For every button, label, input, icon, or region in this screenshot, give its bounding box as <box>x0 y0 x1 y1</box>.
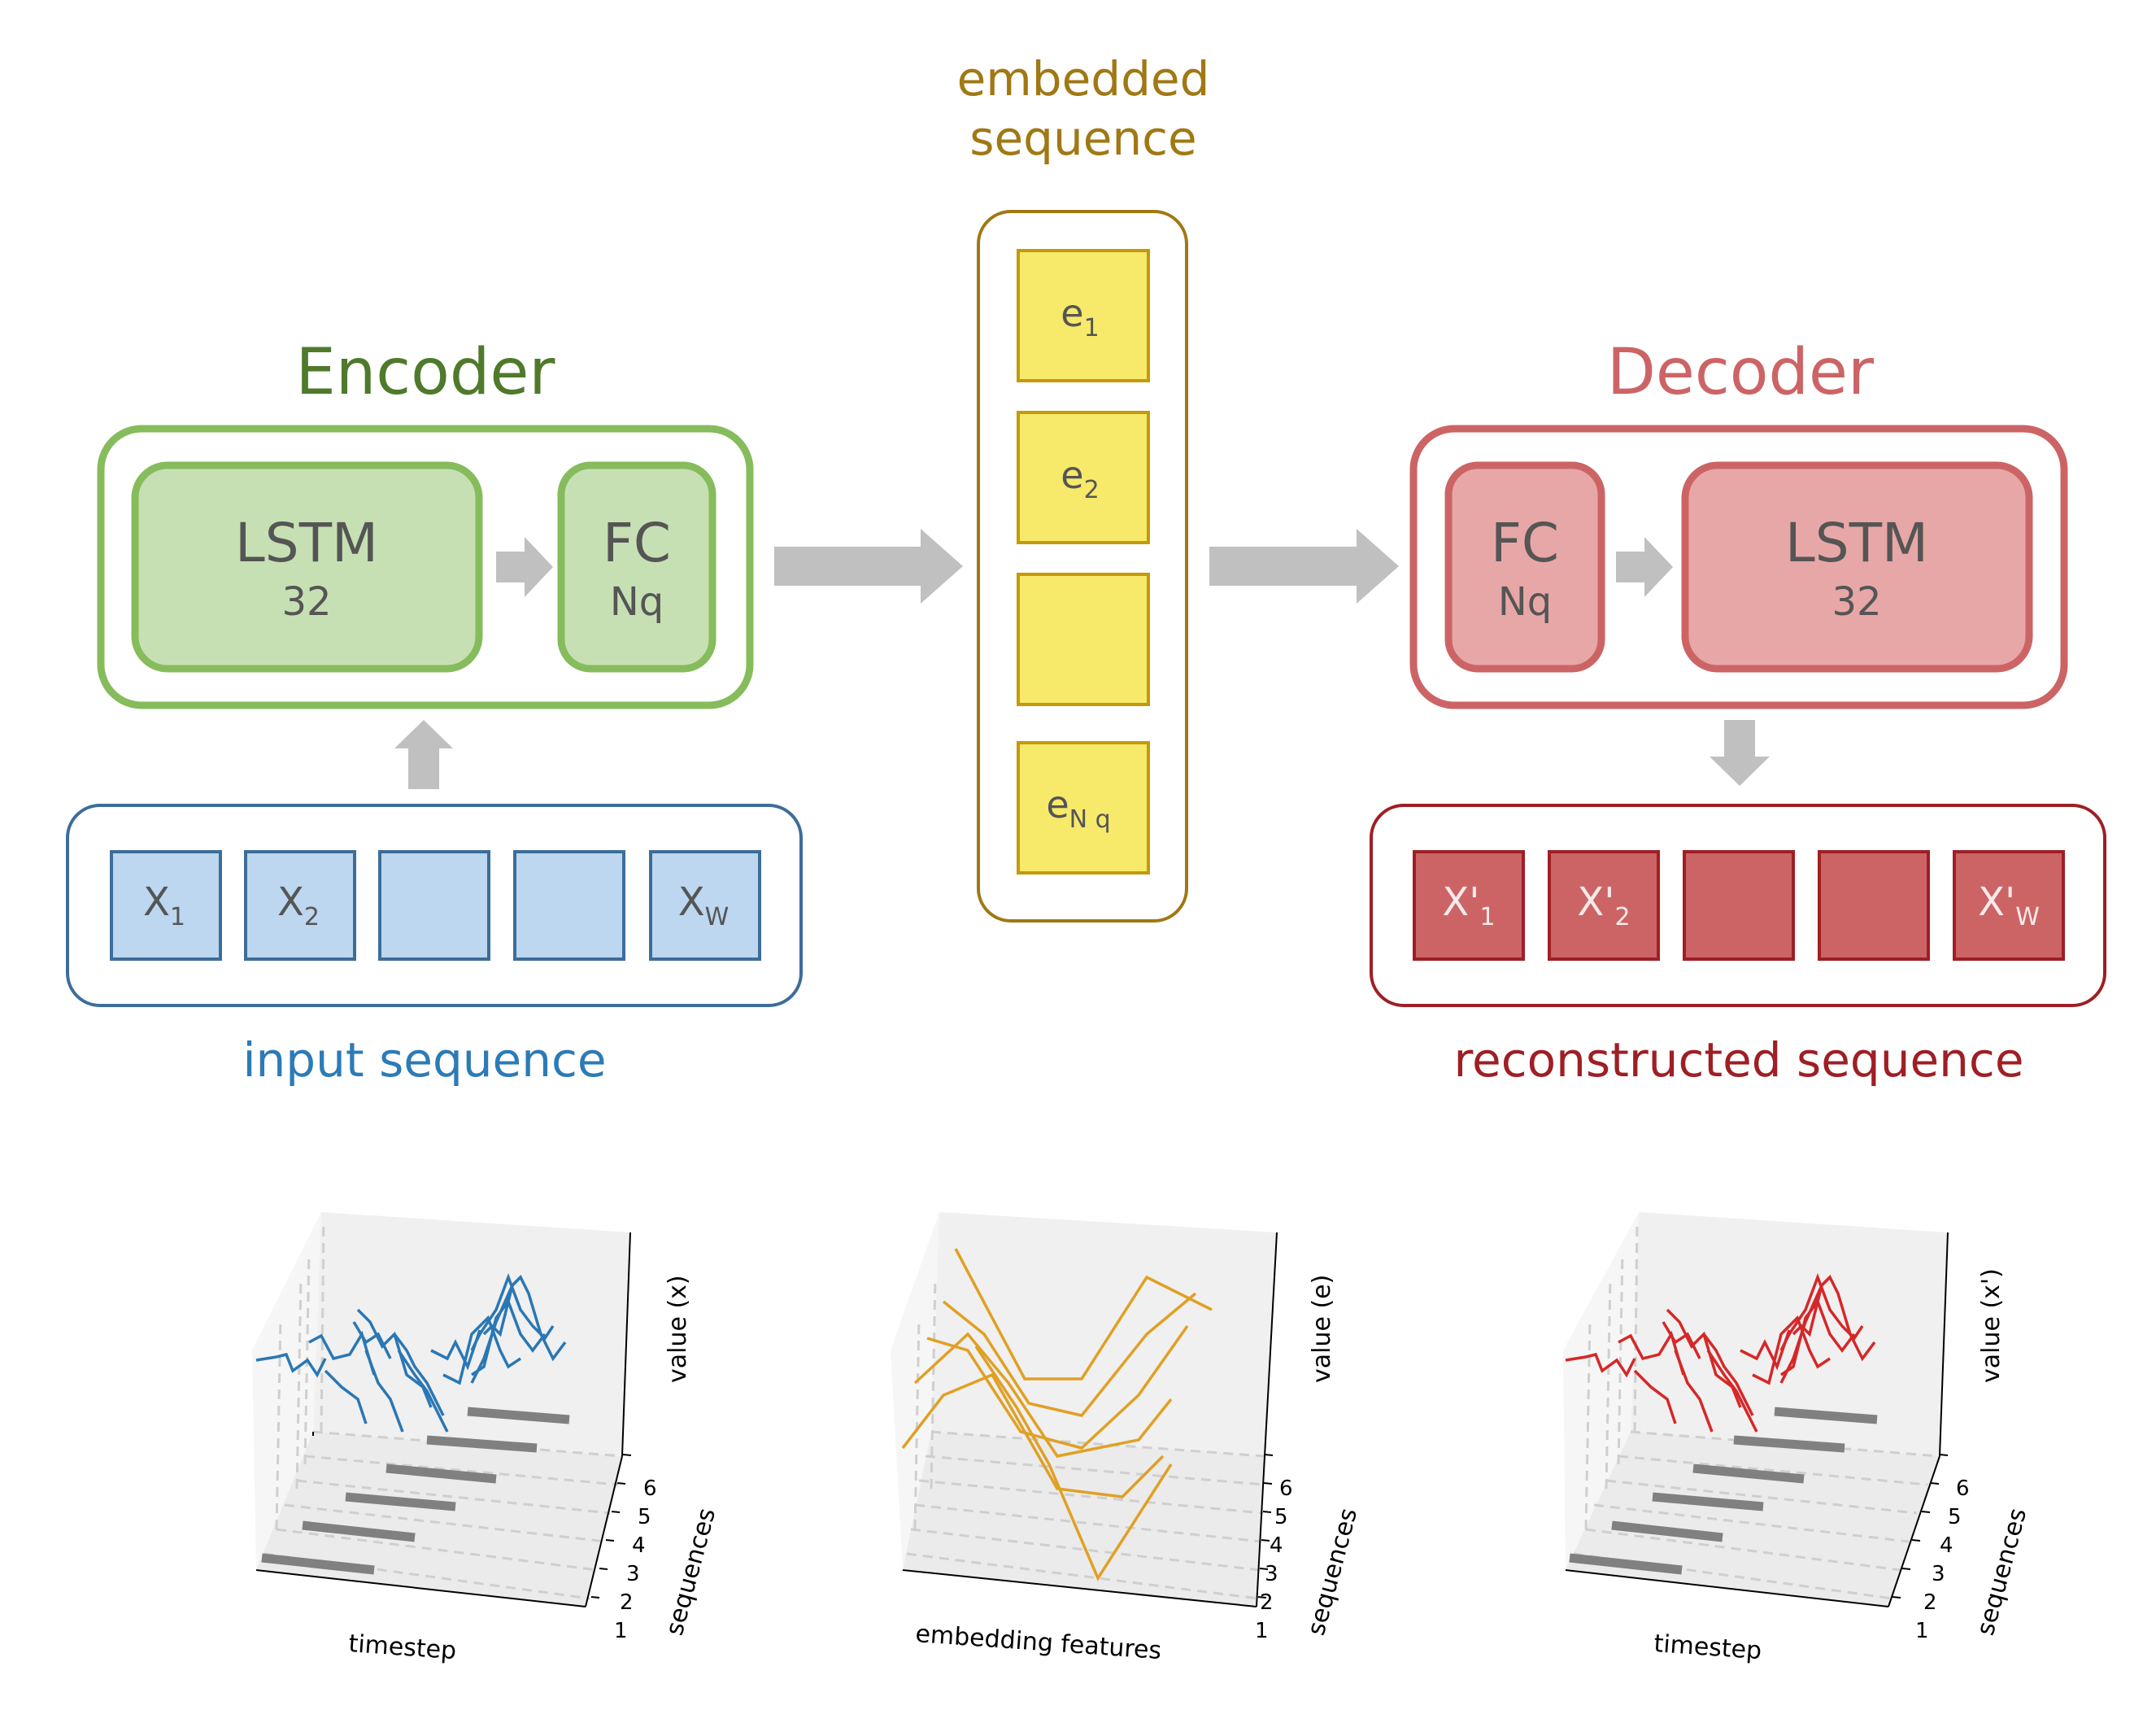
plot-input-ytick-5: 5 <box>638 1505 651 1529</box>
embedded-cell-4 <box>1017 741 1150 875</box>
input-cell-5 <box>649 850 761 961</box>
arrow-input-to-encoder-icon <box>394 720 453 789</box>
decoder-fc-block <box>1444 461 1605 673</box>
plot-input-ylabel: sequences <box>660 1505 721 1638</box>
plot-input-ytick-2: 2 <box>620 1590 634 1615</box>
plot-reconstructed-ytick-4: 4 <box>1940 1533 1953 1558</box>
plot-reconstructed-ytick-1: 1 <box>1915 1619 1929 1643</box>
plot-embedding-ytick-1: 1 <box>1255 1619 1269 1643</box>
chart-3d-reconstructed-icon <box>1563 1212 1949 1607</box>
decoder-internal-arrow-icon <box>1616 537 1673 597</box>
decoder-fc-label: FC <box>1491 512 1559 574</box>
chart-3d-embedding-icon <box>891 1212 1278 1607</box>
input-cell-2-label: X2 <box>277 879 320 931</box>
input-cell-1 <box>110 850 222 961</box>
embedded-cell-1-label: e1 <box>1061 291 1099 342</box>
embedded-cell-3 <box>1017 573 1150 706</box>
embedded-sequence: embedded sequence e1 e2 eN q <box>957 51 1210 923</box>
plot-input-ytick-1: 1 <box>614 1619 628 1643</box>
encoder-lstm-size: 32 <box>281 579 331 625</box>
input-cell-1-label: X1 <box>143 879 185 931</box>
plot-embedding-ytick-4: 4 <box>1270 1533 1283 1558</box>
output-cell-3 <box>1683 850 1795 961</box>
embedded-cell-1 <box>1017 249 1150 382</box>
plot-reconstructed-zlabel: value (x') <box>1977 1268 2006 1383</box>
plot-input-ytick-3: 3 <box>626 1562 640 1586</box>
input-sequence-label: input sequence <box>242 1032 606 1088</box>
plot-embedding: 1 2 3 4 5 6 sequences value (e) embeddin… <box>891 1212 1363 1665</box>
encoder-internal-arrow-icon <box>496 537 553 597</box>
arrow-decoder-to-output-icon <box>1710 720 1770 786</box>
plot-embedding-xlabel: embedding features <box>914 1620 1162 1665</box>
output-cell-4 <box>1818 850 1930 961</box>
embedded-cell-2-label: e2 <box>1061 453 1099 504</box>
output-cell-1 <box>1413 850 1525 961</box>
output-cell-5 <box>1953 850 2065 961</box>
encoder-fc-size: Nq <box>610 579 664 625</box>
decoder-lstm-size: 32 <box>1832 579 1881 625</box>
decoder-lstm-block <box>1681 461 2033 673</box>
embedded-cell-2 <box>1017 411 1150 544</box>
plot-input-xlabel: timestep <box>347 1629 457 1665</box>
output-cell-2-label: X'2 <box>1577 879 1630 931</box>
plot-input-ytick-4: 4 <box>632 1533 646 1558</box>
embedded-cell-4-label: eN q <box>1046 783 1110 834</box>
reconstructed-sequence: X'1 X'2 X'W reconstructed sequence <box>1370 804 2106 1088</box>
decoder-title: Decoder <box>1607 336 1875 409</box>
plot-reconstructed-ylabel: sequences <box>1971 1505 2032 1638</box>
reconstructed-sequence-label: reconstructed sequence <box>1453 1032 2023 1088</box>
decoder: Decoder FC Nq LSTM 32 <box>1409 336 2068 709</box>
encoder-lstm-block <box>131 461 483 673</box>
output-cell-5-label: X'W <box>1978 879 2040 931</box>
plot-embedding-ytick-6: 6 <box>1279 1477 1293 1501</box>
chart-3d-input-icon <box>252 1212 632 1607</box>
arrow-embedded-to-decoder-icon <box>1209 529 1399 604</box>
decoder-fc-size: Nq <box>1498 579 1552 625</box>
plot-reconstructed-ytick-5: 5 <box>1948 1505 1962 1529</box>
plot-reconstructed-xlabel: timestep <box>1653 1629 1762 1665</box>
encoder-lstm-label: LSTM <box>235 512 378 574</box>
plot-reconstructed-ytick-3: 3 <box>1932 1562 1945 1586</box>
encoder: Encoder LSTM 32 FC Nq <box>97 336 754 709</box>
embedded-title-line2: sequence <box>969 111 1197 166</box>
output-cell-2 <box>1548 850 1660 961</box>
plot-reconstructed-ytick-6: 6 <box>1956 1477 1970 1501</box>
encoder-fc-block <box>557 461 716 673</box>
plot-reconstructed: 1 2 3 4 5 6 sequences value (x') timeste… <box>1563 1212 2032 1665</box>
plot-embedding-ytick-5: 5 <box>1274 1505 1288 1529</box>
encoder-title: Encoder <box>296 336 556 409</box>
plot-embedding-zlabel: value (e) <box>1308 1275 1336 1383</box>
input-cell-3 <box>378 850 490 961</box>
arrow-encoder-to-embedded-icon <box>774 529 963 604</box>
plot-embedding-ytick-2: 2 <box>1260 1590 1274 1615</box>
input-cell-2 <box>244 850 356 961</box>
embedded-title-line1: embedded <box>957 51 1210 107</box>
plot-embedding-ytick-3: 3 <box>1265 1562 1278 1586</box>
input-cell-4 <box>513 850 625 961</box>
encoder-fc-label: FC <box>603 512 671 574</box>
plot-input-ytick-6: 6 <box>643 1477 657 1501</box>
input-cell-5-label: XW <box>678 879 730 931</box>
input-sequence: X1 X2 XW input sequence <box>66 804 803 1088</box>
plot-reconstructed-ytick-2: 2 <box>1923 1590 1937 1615</box>
plot-input-zlabel: value (x) <box>664 1275 692 1383</box>
plot-input: 1 2 3 4 5 6 sequences value (x) timestep <box>252 1212 721 1665</box>
output-cell-1-label: X'1 <box>1442 879 1495 931</box>
plot-embedding-ylabel: sequences <box>1302 1505 1363 1638</box>
decoder-lstm-label: LSTM <box>1785 512 1928 574</box>
